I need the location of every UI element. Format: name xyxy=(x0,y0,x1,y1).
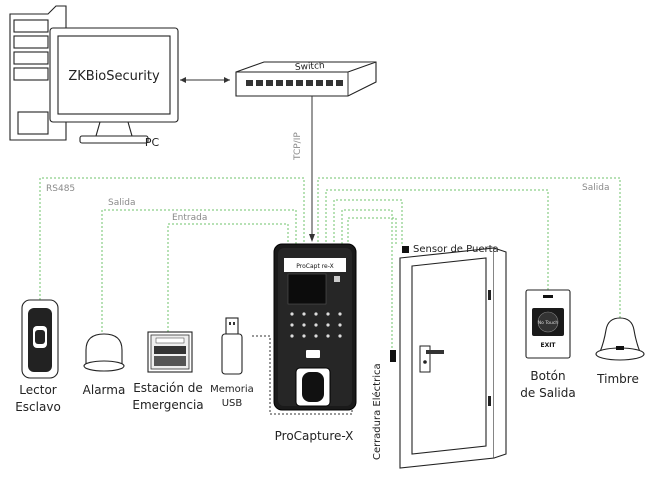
pc-monitor xyxy=(49,27,179,144)
slave-reader xyxy=(21,299,59,379)
bell-icon xyxy=(595,317,645,361)
salida-bell-label: Salida xyxy=(582,183,609,193)
timbre-label: Timbre xyxy=(596,372,639,386)
lector-label-1: Lector xyxy=(19,383,57,397)
memoria-label-2: USB xyxy=(222,398,243,409)
exit-button-face: No Touch xyxy=(538,320,559,326)
emergency-station xyxy=(147,331,193,373)
door xyxy=(390,246,507,469)
boton-label-2: de Salida xyxy=(520,386,575,400)
procapture-label: ProCapture-X xyxy=(275,429,354,443)
exit-button xyxy=(525,289,571,359)
lector-label-2: Esclavo xyxy=(15,400,61,414)
memoria-label-1: Memoria xyxy=(210,384,254,395)
entrada-label: Entrada xyxy=(172,213,207,223)
wiring-lines xyxy=(39,177,621,352)
alarma-label: Alarma xyxy=(83,383,126,397)
exit-button-text: EXIT xyxy=(540,342,556,349)
pc-screen-text: ZKBioSecurity xyxy=(68,69,160,84)
pc-switch-link xyxy=(180,77,230,83)
procapture-brand: ProCapt re-X xyxy=(296,263,333,270)
estacion-label-2: Emergencia xyxy=(132,398,203,412)
boton-label-1: Botón xyxy=(530,369,565,383)
tcpip-arrow xyxy=(309,234,315,242)
pc-label: PC xyxy=(145,136,160,149)
alarm-siren xyxy=(83,333,125,372)
tcpip-label: TCP/IP xyxy=(293,132,303,161)
usb-slot-indicator xyxy=(252,335,353,415)
rs485-label: RS485 xyxy=(46,184,75,194)
sensor-label: Sensor de Puerta xyxy=(413,244,499,255)
cerradura-label: Cerradura Eléctrica xyxy=(371,363,383,460)
procapture-terminal xyxy=(273,243,357,411)
switch-label: Switch xyxy=(295,61,325,73)
salida-alarm-label: Salida xyxy=(108,198,135,208)
usb-drive xyxy=(221,317,243,375)
network-switch xyxy=(235,61,377,97)
estacion-label-1: Estación de xyxy=(133,381,203,395)
